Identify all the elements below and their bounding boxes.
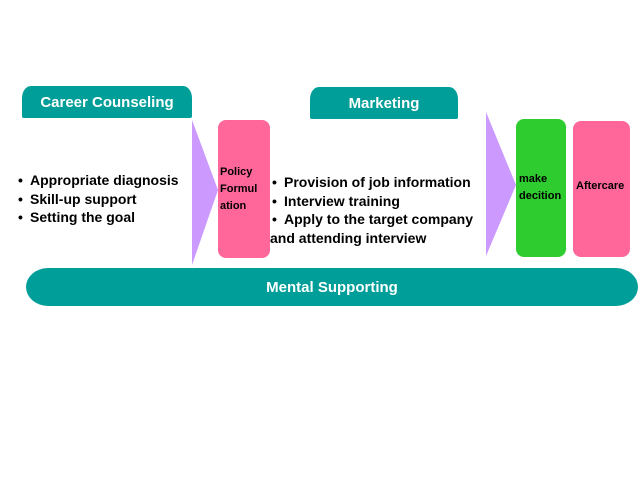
make-decision-box: make decition (516, 119, 566, 257)
list-item: •Apply to the target company (272, 211, 474, 227)
mental-supporting-bar: Mental Supporting (26, 268, 638, 306)
list-item: •Provision of job information (272, 174, 471, 190)
marketing-title: Marketing (348, 94, 420, 112)
aftercare-box: Aftercare (573, 121, 630, 257)
career-counseling-title: Career Counseling (40, 93, 174, 111)
policy-line: Policy (220, 166, 253, 178)
policy-line: ation (220, 200, 247, 212)
arrow-to-decision (486, 112, 516, 256)
aftercare-label: Aftercare (576, 180, 625, 192)
bullet-icon: • (18, 190, 23, 207)
list-item: •Appropriate diagnosis (18, 172, 179, 188)
bullet-icon: • (272, 211, 277, 227)
list-item-continuation: and attending interview (270, 229, 427, 246)
career-counseling-list: •Appropriate diagnosis •Skill-up support… (18, 171, 179, 227)
decision-line: make (519, 173, 548, 185)
list-item: •Setting the goal (18, 209, 135, 225)
marketing-list: •Provision of job information •Interview… (270, 173, 474, 247)
bullet-icon: • (272, 192, 277, 209)
mental-supporting-label: Mental Supporting (266, 278, 398, 296)
policy-formulation-box: Policy Formul ation (218, 120, 270, 258)
decision-line: decition (519, 190, 562, 202)
career-counseling-banner: Career Counseling (22, 86, 192, 118)
list-item: •Interview training (272, 192, 400, 209)
marketing-banner: Marketing (310, 87, 458, 119)
arrow-to-policy (192, 120, 218, 265)
policy-line: Formul (220, 183, 258, 195)
bullet-icon: • (18, 209, 23, 225)
bullet-icon: • (272, 174, 277, 190)
bullet-icon: • (18, 172, 23, 188)
list-item: •Skill-up support (18, 190, 137, 207)
